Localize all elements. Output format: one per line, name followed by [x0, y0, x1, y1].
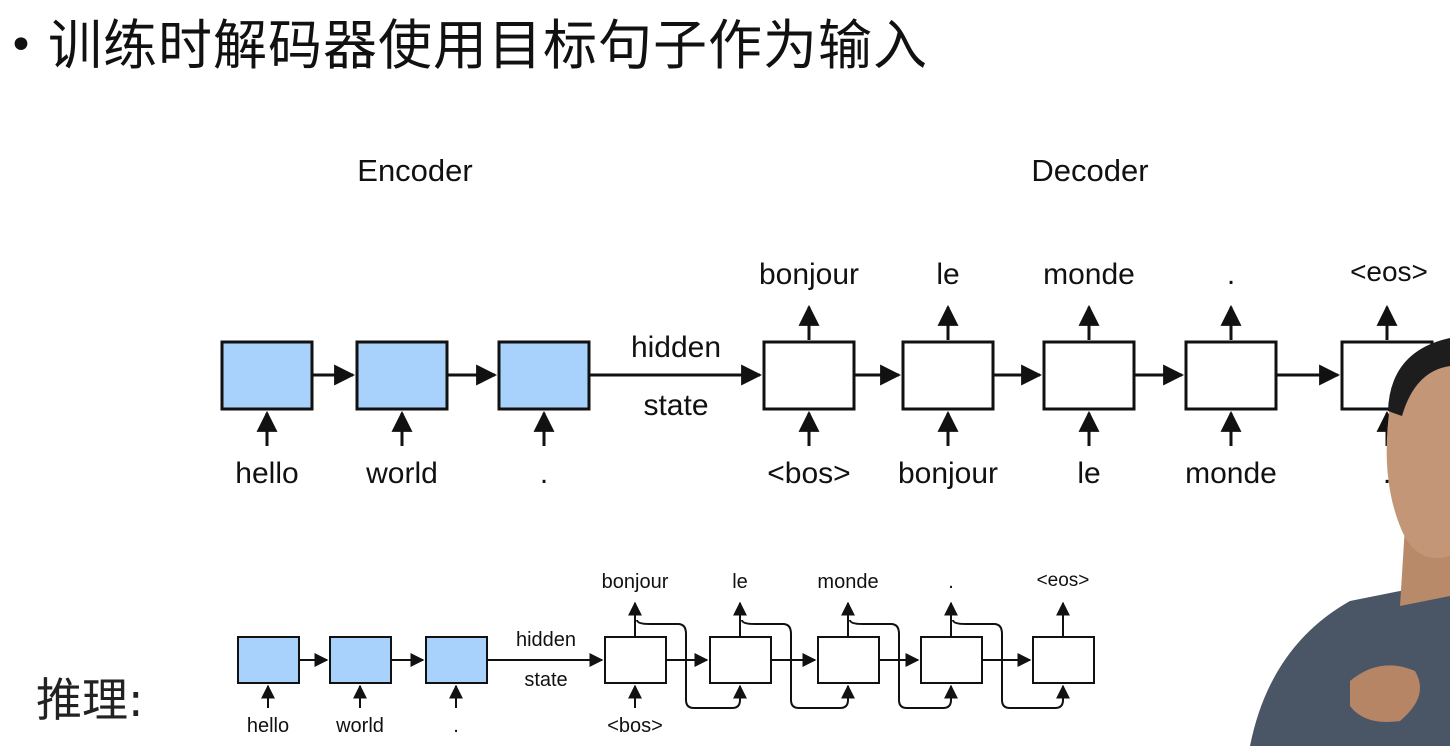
- training-diagram: Encoder Decoder hidden state: [220, 153, 1434, 490]
- feedback-loops: [636, 619, 1070, 709]
- presenter-video-overlay: [1250, 338, 1450, 746]
- inference-decoder-box-5: [1032, 636, 1095, 684]
- inference-decoder-output: monde: [817, 571, 878, 593]
- inference-output-arrows: [628, 601, 1070, 636]
- decoder-input: monde: [1185, 457, 1277, 490]
- decoder-box-2: [901, 340, 995, 411]
- decoder-box-3: [1042, 340, 1136, 411]
- encoder-label: Encoder: [357, 153, 472, 188]
- slide-title-row: • 训练时解码器使用目标句子作为输入: [0, 6, 1200, 86]
- decoder-box-1: [762, 340, 856, 411]
- decoder-label: Decoder: [1031, 153, 1148, 188]
- inference-encoder-input: world: [335, 715, 384, 737]
- encoder-input: .: [540, 457, 548, 490]
- encoder-input: hello: [235, 457, 298, 490]
- inference-encoder-box-1: [237, 636, 300, 684]
- hidden-label: hidden: [631, 331, 721, 364]
- decoder-input: bonjour: [898, 457, 998, 490]
- decoder-output: le: [936, 258, 959, 291]
- inference-decoder-box-1: [604, 636, 667, 684]
- encoder-box-3: [497, 340, 591, 411]
- inference-decoder-box-2: [709, 636, 772, 684]
- inference-encoder-input: hello: [247, 715, 289, 737]
- decoder-output: .: [1227, 258, 1235, 291]
- presenter-shoulders: [1250, 581, 1450, 746]
- inference-encoder-box-2: [329, 636, 392, 684]
- decoder-input: <bos>: [767, 457, 850, 490]
- encoder-box-2: [355, 340, 449, 411]
- decoder-output: bonjour: [759, 258, 859, 291]
- decoder-output: <eos>: [1350, 256, 1428, 287]
- decoder-output: monde: [1043, 258, 1135, 291]
- input-arrows: [256, 410, 1398, 446]
- presenter-hair: [1388, 338, 1450, 416]
- encoder-box-1: [220, 340, 314, 411]
- state-label: state: [643, 389, 708, 422]
- decoder-input: le: [1077, 457, 1100, 490]
- inference-encoder-box-3: [425, 636, 488, 684]
- inference-state-label: state: [524, 669, 567, 691]
- inference-decoder-output: .: [948, 571, 954, 593]
- decoder-box-4: [1184, 340, 1278, 411]
- presenter-hand: [1350, 665, 1420, 722]
- inference-decoder-input: <bos>: [607, 715, 663, 737]
- inference-diagram: hidden state hello world . <bos> bonjour…: [237, 570, 1095, 737]
- inference-hidden-label: hidden: [516, 629, 576, 651]
- inference-decoder-output: le: [732, 571, 748, 593]
- slide-title: 训练时解码器使用目标句子作为输入: [48, 14, 928, 77]
- output-arrows: [798, 304, 1398, 340]
- encoder-input: world: [365, 457, 438, 490]
- bullet-icon: •: [8, 20, 34, 71]
- inference-decoder-box-4: [920, 636, 983, 684]
- inference-encoder-input: .: [453, 715, 459, 737]
- inference-input-arrows: [261, 684, 642, 708]
- inference-label: 推理:: [36, 673, 144, 727]
- inference-decoder-output: <eos>: [1037, 570, 1090, 591]
- inference-decoder-output: bonjour: [602, 571, 669, 593]
- inference-decoder-box-3: [817, 636, 880, 684]
- decoder-input: .: [1383, 457, 1391, 490]
